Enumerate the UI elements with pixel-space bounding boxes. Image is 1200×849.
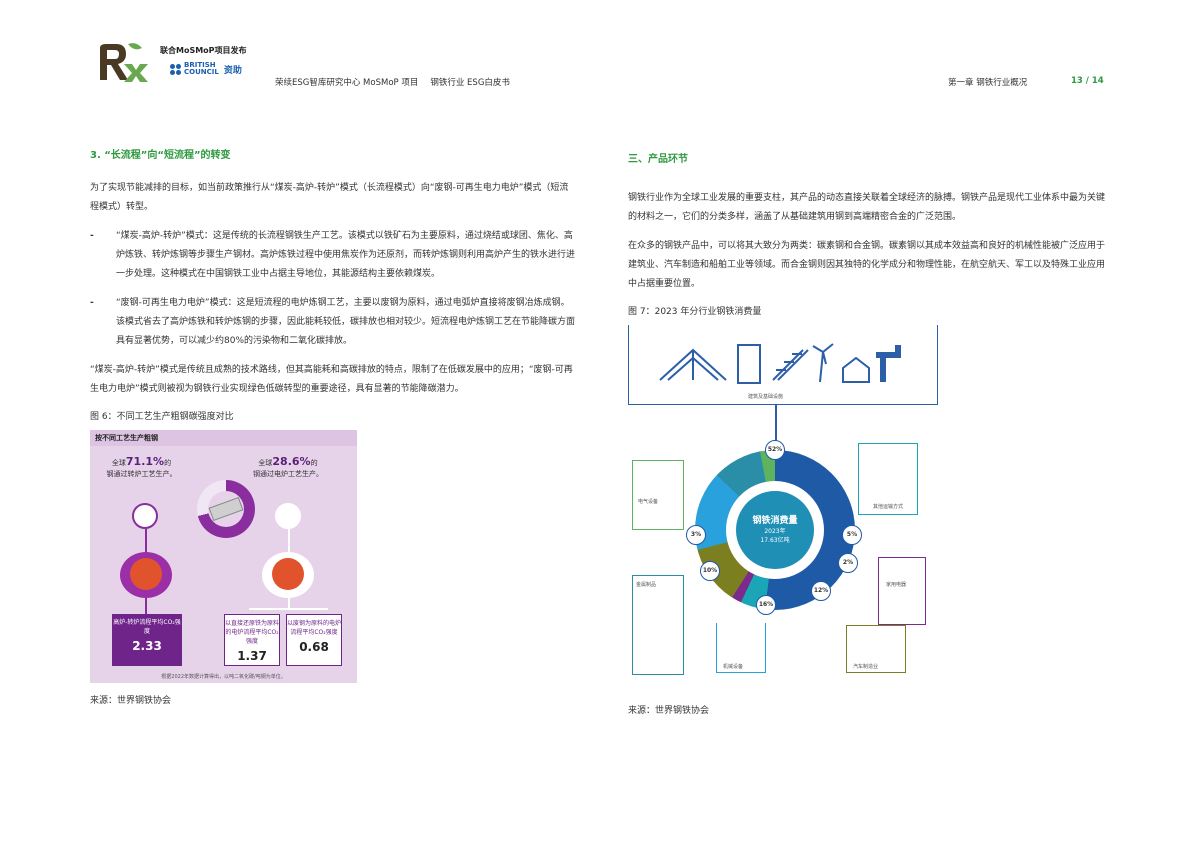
segment-label: 金属制品 <box>636 582 657 588</box>
pct-label-automotive: 12% <box>811 581 831 601</box>
segment-label: 其他运输方式 <box>873 504 904 510</box>
appliances-icon-box <box>878 557 926 625</box>
figure-7-infographic: 建筑及基础设施 钢铁消费量 2023年 17.63亿吨 52% 5% 2% 12… <box>628 325 938 693</box>
electric-icon <box>275 503 301 529</box>
pct-label-transport: 5% <box>842 525 862 545</box>
segment-label: 汽车制造业 <box>853 664 879 670</box>
figure-header: 按不同工艺生产粗钢 <box>90 430 357 446</box>
figure-source: 来源：世界钢铁协会 <box>628 706 710 716</box>
intro-paragraph: 为了实现节能减排的目标，如当前政策推行从“煤炭-高炉-转炉”模式（长流程模式）向… <box>90 183 569 212</box>
metal-products-icon-box <box>632 575 684 675</box>
pct-label-machinery: 16% <box>756 595 776 615</box>
british-council-dots-icon <box>170 63 181 75</box>
figure-caption: 图 7：2023 年分行业钢铁消费量 <box>628 307 762 317</box>
chapter-title: 第一章 钢铁行业概况 <box>948 78 1028 88</box>
figure-6-infographic: 按不同工艺生产粗钢 全球71.1%的 钢通过转炉工艺生产。 全球28.6%的 钢… <box>90 430 357 683</box>
header-nav-item: 荣续ESG智库研究中心 MoSMoP 项目 <box>275 78 419 88</box>
header-nav-item: 钢铁行业 ESG白皮书 <box>430 78 510 88</box>
gauge-icon <box>132 503 158 529</box>
bullet-item: -“煤炭-高炉-转炉”模式：这是传统的长流程钢铁生产工艺。该模式以铁矿石为主要原… <box>90 231 576 279</box>
right-column: 三、产品环节 钢铁行业作为全球工业发展的重要支柱，其产品的动态直接关联着全球经济… <box>628 150 1113 716</box>
construction-panel <box>628 325 938 405</box>
eaf-share-stat: 全球28.6%的 钢通过电炉工艺生产。 <box>253 455 323 478</box>
section-title: 三、产品环节 <box>628 154 688 165</box>
funder-line-2: COUNCIL <box>184 68 219 76</box>
transport-icon-box <box>858 443 918 515</box>
figure-footnote: 根据2022年数据计算得出，以吨二氧化碳/吨钢为单位。 <box>161 674 286 680</box>
british-council-logo: BRITISH COUNCIL 资助 <box>170 62 242 76</box>
figure-source: 来源：世界钢铁协会 <box>90 696 172 706</box>
machinery-icon-box <box>716 623 766 673</box>
paragraph: 钢铁行业作为全球工业发展的重要支柱，其产品的动态直接关联着全球经济的脉搏。钢铁产… <box>628 193 1106 222</box>
segment-label: 电气设备 <box>638 499 659 505</box>
segment-label: 建筑及基础设施 <box>748 394 784 400</box>
funder-suffix: 资助 <box>223 65 242 76</box>
rx-logo-icon <box>100 43 148 82</box>
electrical-icon-box <box>632 460 684 530</box>
segment-label: 机械设备 <box>723 664 744 670</box>
bof-share-stat: 全球71.1%的 钢通过转炉工艺生产。 <box>106 455 177 478</box>
pct-label-appliances: 2% <box>838 553 858 573</box>
pct-label-construction: 52% <box>765 440 785 460</box>
conclusion-paragraph: “煤炭-高炉-转炉”模式是传统且成熟的技术路线，但其高能耗和高碳排放的特点，限制… <box>90 365 573 394</box>
bullet-item: -“废钢-可再生电力电炉”模式：这是短流程的电炉炼钢工艺，主要以废钢为原料，通过… <box>90 298 576 346</box>
section-title: 3. “长流程”向“短流程”的转变 <box>90 150 231 161</box>
donut-center: 钢铁消费量 2023年 17.63亿吨 <box>736 491 814 569</box>
pct-label-metal-products: 10% <box>700 561 720 581</box>
figure-caption: 图 6：不同工艺生产粗钢碳强度对比 <box>90 412 234 422</box>
left-column: 3. “长流程”向“短流程”的转变 为了实现节能减排的目标，如当前政策推行从“煤… <box>90 146 575 706</box>
paragraph: 在众多的钢铁产品中，可以将其大致分为两类：碳素钢和合金钢。碳素钢以其成本效益高和… <box>628 241 1106 289</box>
automotive-icon-box <box>846 625 906 673</box>
header-nav: 荣续ESG智库研究中心 MoSMoP 项目 钢铁行业 ESG白皮书 <box>275 76 510 88</box>
construction-icons <box>659 343 901 384</box>
segment-label: 家用电器 <box>886 582 907 588</box>
funder-line-1: BRITISH <box>184 61 216 69</box>
publisher-label: 联合MoSMoP项目发布 <box>160 46 247 55</box>
page-number: 13 / 14 <box>1071 76 1104 86</box>
page-header: 联合MoSMoP项目发布 BRITISH COUNCIL 资助 荣续ESG智库研… <box>0 0 1200 100</box>
pct-label-electrical: 3% <box>686 525 706 545</box>
